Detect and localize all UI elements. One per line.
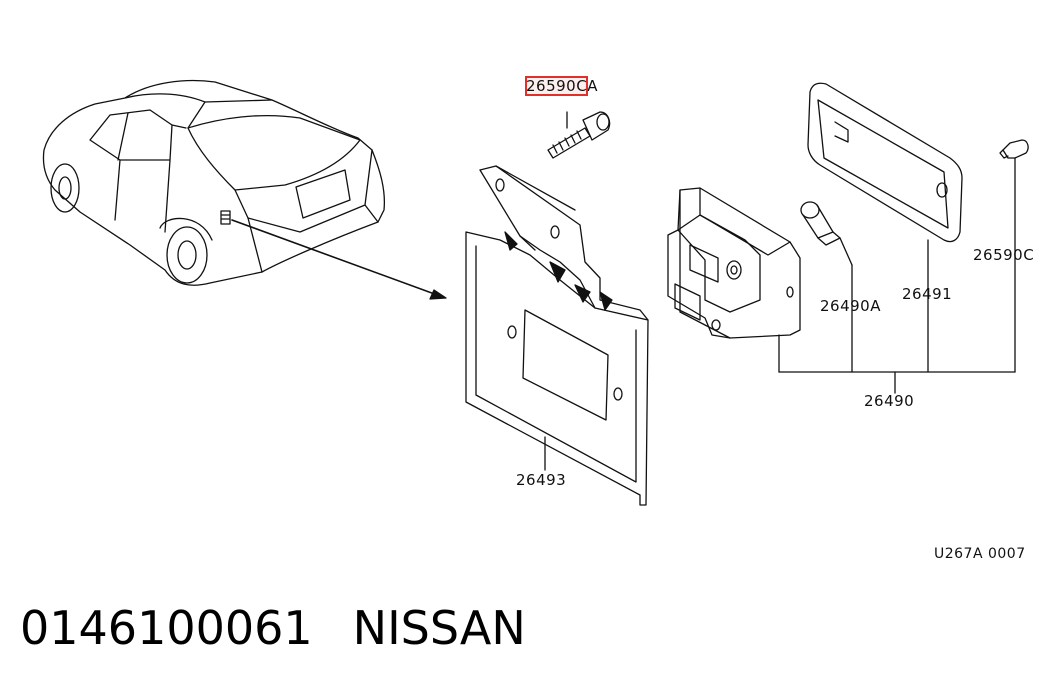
lamp-housing-drawing [667,187,801,373]
screw-right-drawing [999,139,1029,373]
callout-screw-top: 26590CA [524,76,598,96]
parts-diagram [42,79,1029,506]
callout-bracket: 26493 [516,471,567,489]
location-arrow [231,219,447,300]
brand-name: NISSAN [352,601,526,655]
bulb-drawing [800,201,853,373]
callout-bulb: 26490A [820,297,881,315]
figure-code: U267A 0007 [934,546,1026,562]
callout-screw-right: 26590C [973,246,1035,264]
lens-drawing [807,82,963,373]
callout-screw-top-suffix: A [587,77,598,95]
plate-bracket-drawing [465,165,649,506]
callout-lens: 26491 [902,285,953,303]
screw-top-drawing [547,111,611,159]
caption: 0146100061 NISSAN [20,598,566,658]
callout-screw-top-highlight: 26590C [524,76,589,96]
car-illustration [42,79,386,286]
callout-assembly: 26490 [864,392,915,410]
part-number: 0146100061 [20,601,313,655]
